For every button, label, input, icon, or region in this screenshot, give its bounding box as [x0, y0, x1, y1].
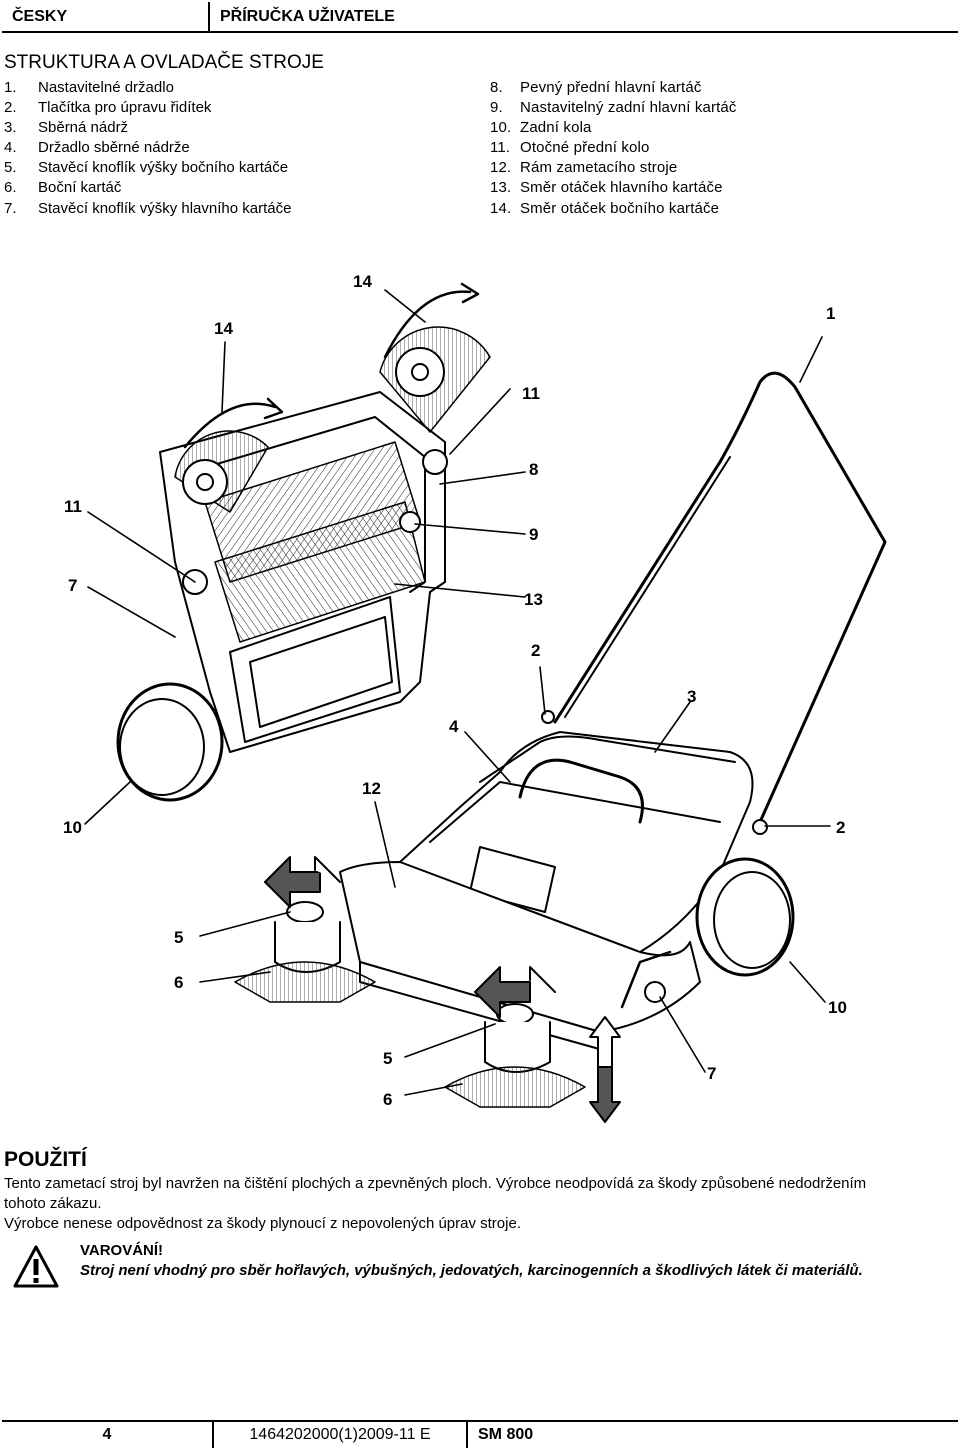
rotation-arrow-right-icon	[383, 290, 472, 359]
legend-item: 5.Stavěcí knoflík výšky bočního kartáče	[4, 159, 289, 177]
height-arrow-up-icon	[589, 1016, 621, 1073]
usage-paragraph-line: Tento zametací stroj byl navržen na čišt…	[4, 1175, 867, 1192]
legend-item: 13.Směr otáček hlavního kartáče	[490, 179, 723, 197]
legend-item: 14.Směr otáček bočního kartáče	[490, 199, 720, 217]
turn-arrow-left-icon	[264, 856, 321, 908]
callout-label: 13	[524, 590, 543, 609]
model-name: SM 800	[478, 1426, 534, 1443]
side-brush-front-right-icon	[444, 1066, 586, 1108]
legend-item: 11.Otočné přední kolo	[490, 139, 650, 157]
side-brush-right-icon	[379, 326, 491, 433]
structure-title: STRUKTURA A OVLADAČE STROJE	[4, 52, 324, 73]
legend-left: 1.Nastavitelné držadlo 2.Tlačítka pro úp…	[4, 78, 291, 219]
callout-label: 7	[68, 576, 78, 595]
callout-label: 4	[449, 717, 459, 736]
legend-item: 10.Zadní kola	[490, 119, 592, 137]
legend-item: 2.Tlačítka pro úpravu řidítek	[4, 99, 212, 117]
leader-lines	[84, 289, 831, 1096]
callout-label: 6	[383, 1090, 393, 1109]
legend-item: 8.Pevný přední hlavní kartáč	[490, 79, 702, 96]
usage-paragraph-line: tohoto zákazu.	[4, 1195, 102, 1212]
callout-label: 2	[836, 818, 846, 837]
main-brush-rear-icon	[214, 501, 426, 643]
callout-label: 12	[362, 779, 381, 798]
callout-label: 7	[707, 1064, 717, 1083]
callout-label: 1	[826, 304, 836, 323]
callout-label: 14	[214, 319, 233, 338]
rotation-arrow-left-icon	[183, 402, 277, 449]
usage-paragraph: Výrobce nenese odpovědnost za škody plyn…	[4, 1215, 521, 1232]
machine-illustration: 14 14 1 11 8 11 9 7 13 2 3 4 12 10 2 5 6…	[0, 262, 960, 1134]
page-footer: 4 1464202000(1)2009-11 E SM 800	[2, 1420, 958, 1448]
callout-label: 3	[687, 687, 697, 706]
height-arrow-down-icon	[589, 1066, 621, 1123]
callout-label: 8	[529, 460, 539, 479]
usage-title: POUŽITÍ	[4, 1148, 87, 1171]
callout-label: 11	[64, 497, 82, 516]
warning-triangle-icon	[13, 1245, 59, 1288]
page-header: ČESKY PŘÍRUČKA UŽIVATELE	[2, 2, 958, 33]
side-brush-left-icon	[174, 430, 269, 513]
rear-wheel-right-icon	[695, 857, 795, 977]
language-cell: ČESKY	[2, 2, 210, 31]
legend-item: 6.Boční kartáč	[4, 179, 122, 197]
callout-label: 10	[828, 998, 847, 1017]
callout-label: 6	[174, 973, 184, 992]
callout-label: 9	[529, 525, 539, 544]
flipped-machine	[116, 326, 491, 802]
legend-item: 3.Sběrná nádrž	[4, 119, 129, 137]
callout-label: 2	[531, 641, 541, 660]
upright-machine	[234, 710, 795, 1108]
side-brush-front-left-icon	[234, 961, 376, 1003]
legend-item: 9.Nastavitelný zadní hlavní kartáč	[490, 99, 737, 117]
hopper-handle-icon	[518, 758, 644, 824]
warning-text: Stroj není vhodný pro sběr hořlavých, vý…	[80, 1262, 863, 1279]
language-label: ČESKY	[12, 8, 68, 25]
callout-label: 11	[522, 384, 540, 403]
callout-label: 5	[383, 1049, 393, 1068]
legend-item: 4.Držadlo sběrné nádrže	[4, 139, 190, 157]
callout-label: 10	[63, 818, 82, 837]
document-code: 1464202000(1)2009-11 E	[214, 1422, 468, 1448]
handle-icon	[553, 371, 887, 824]
rear-wheel-left-icon	[116, 682, 224, 802]
legend-item: 1.Nastavitelné držadlo	[4, 79, 174, 96]
manual-title: PŘÍRUČKA UŽIVATELE	[220, 8, 395, 25]
warning-title: VAROVÁNÍ!	[80, 1242, 164, 1259]
legend-item: 7.Stavěcí knoflík výšky hlavního kartáče	[4, 199, 292, 217]
callout-label: 14	[353, 272, 372, 291]
sweeper-drawing	[84, 282, 887, 1123]
legend-item: 12.Rám zametacího stroje	[490, 159, 678, 177]
legend-right: 8.Pevný přední hlavní kartáč 9.Nastavite…	[490, 78, 737, 219]
page-number: 4	[2, 1422, 214, 1448]
callout-label: 5	[174, 928, 184, 947]
turn-arrow-right-icon	[314, 856, 341, 883]
